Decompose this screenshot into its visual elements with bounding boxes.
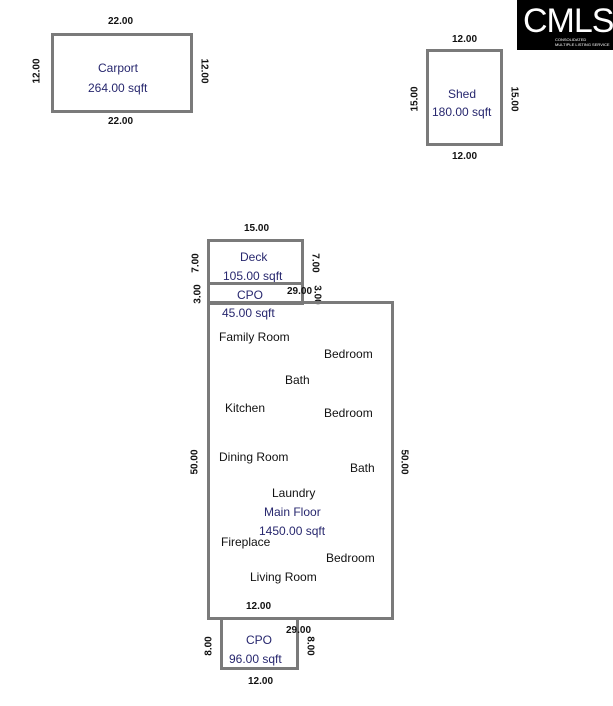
deck-right-dim: 7.00 [309, 253, 321, 273]
shed-top-dim: 12.00 [452, 34, 478, 45]
carport-top-dim: 22.00 [108, 16, 134, 27]
carport-title: Carport [98, 61, 139, 75]
shed-title: Shed [448, 87, 477, 101]
cpo-bottom-title: CPO [246, 633, 273, 647]
main-left-dim: 50.00 [189, 449, 201, 475]
main-floor-title: Main Floor [264, 505, 321, 519]
cpo-top-title: CPO [237, 288, 264, 302]
cpo-top-area: 45.00 sqft [222, 306, 275, 320]
cpo-top-inner-dim: 29.00 [287, 286, 313, 297]
room-fireplace: Fireplace [221, 535, 271, 549]
cpo-bottom-area: 96.00 sqft [229, 652, 282, 666]
shed-bottom-dim: 12.00 [452, 151, 478, 162]
cpo-bottom-bottom-dim: 12.00 [248, 676, 274, 687]
shed-area: 180.00 sqft [432, 105, 492, 119]
logo-name: CMLS [523, 2, 613, 40]
room-bedroom-2: Bedroom [324, 406, 373, 420]
carport-box [51, 33, 193, 113]
cpo-bottom-left-dim: 8.00 [203, 636, 215, 656]
main-bottom-dim: 12.00 [246, 601, 272, 612]
room-bedroom-3: Bedroom [326, 551, 375, 565]
deck-top-dim: 15.00 [244, 223, 270, 234]
room-bath-1: Bath [285, 373, 310, 387]
carport-bottom-dim: 22.00 [108, 116, 134, 127]
logo-subtitle: CONSOLIDATED MULTIPLE LISTING SERVICE [555, 37, 610, 47]
main-floor-box [207, 301, 394, 620]
room-bath-2: Bath [350, 461, 375, 475]
shed-right-dim: 15.00 [508, 86, 520, 112]
carport-left-dim: 12.00 [31, 58, 43, 84]
room-family-room: Family Room [219, 330, 290, 344]
cpo-bottom-inner-dim: 29.00 [286, 625, 312, 636]
room-dining-room: Dining Room [219, 450, 289, 464]
shed-left-dim: 15.00 [409, 86, 421, 112]
shed-box [426, 49, 503, 146]
main-right-dim: 50.00 [398, 449, 410, 475]
cpo-bottom-right-dim: 8.00 [304, 636, 316, 656]
carport-area: 264.00 sqft [88, 81, 148, 95]
deck-left-dim: 7.00 [190, 253, 202, 273]
cmls-logo: CMLS CONSOLIDATED MULTIPLE LISTING SERVI… [517, 0, 613, 50]
main-floor-area: 1450.00 sqft [259, 524, 326, 538]
deck-area: 105.00 sqft [223, 269, 283, 283]
logo-sub-line-2: MULTIPLE LISTING SERVICE [555, 42, 610, 47]
room-living-room: Living Room [250, 570, 317, 584]
cpo-top-left-dim: 3.00 [192, 284, 204, 304]
carport-right-dim: 12.00 [198, 58, 210, 84]
cpo-bottom-box [220, 617, 299, 670]
deck-title: Deck [240, 250, 268, 264]
room-laundry: Laundry [272, 486, 316, 500]
room-kitchen: Kitchen [225, 401, 266, 415]
room-bedroom-1: Bedroom [324, 347, 373, 361]
logo-sub-line-1: CONSOLIDATED [555, 37, 587, 42]
